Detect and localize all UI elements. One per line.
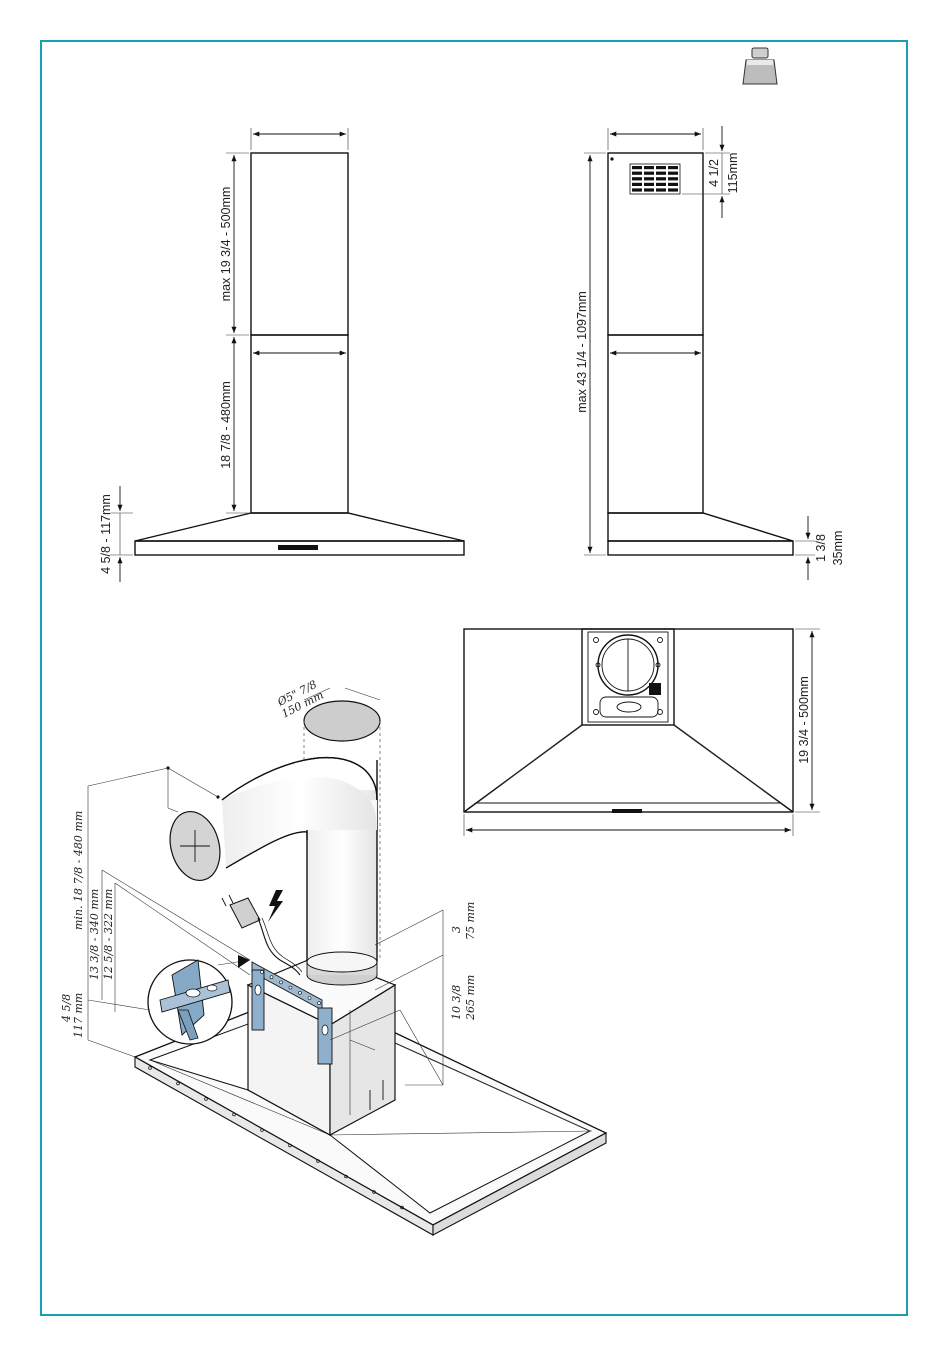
range-b-label: 12 5/8 - 322 mm (102, 889, 115, 980)
top-in-label: 3 (450, 926, 463, 933)
side-canopy-edge-in-label: 1 3/8 (814, 534, 828, 562)
front-lower-chimney-label: 18 7/8 - 480mm (219, 381, 233, 469)
top-mm-label: 75 mm (464, 902, 477, 940)
installation-view (88, 688, 606, 1235)
side-canopy-edge-mm-label: 35mm (831, 531, 845, 566)
mid-in-label: 10 3/8 (450, 985, 463, 1020)
power-plug (222, 895, 302, 975)
weight-icon (743, 48, 777, 84)
vent-grille (630, 164, 680, 194)
range-a-label: 13 3/8 - 340 mm (88, 889, 101, 980)
top-view (464, 629, 820, 836)
front-view (110, 128, 464, 582)
side-total-height-label: max 43 1/4 - 1097mm (575, 291, 589, 413)
lightning-icon (268, 890, 283, 922)
front-canopy-height-label: 4 5/8 - 117mm (99, 494, 113, 574)
base-mm-label: 117 mm (72, 993, 85, 1038)
top-depth-label: 19 3/4 - 500mm (797, 676, 811, 764)
side-vent-offset-mm-label: 115mm (726, 153, 740, 194)
mid-mm-label: 265 mm (464, 975, 477, 1021)
front-upper-chimney-label: max 19 3/4 - 500mm (219, 187, 233, 302)
side-vent-offset-in-label: 4 1/2 (707, 159, 721, 187)
side-view (584, 126, 815, 580)
min-height-label: min. 18 7/8 - 480 mm (72, 811, 85, 930)
